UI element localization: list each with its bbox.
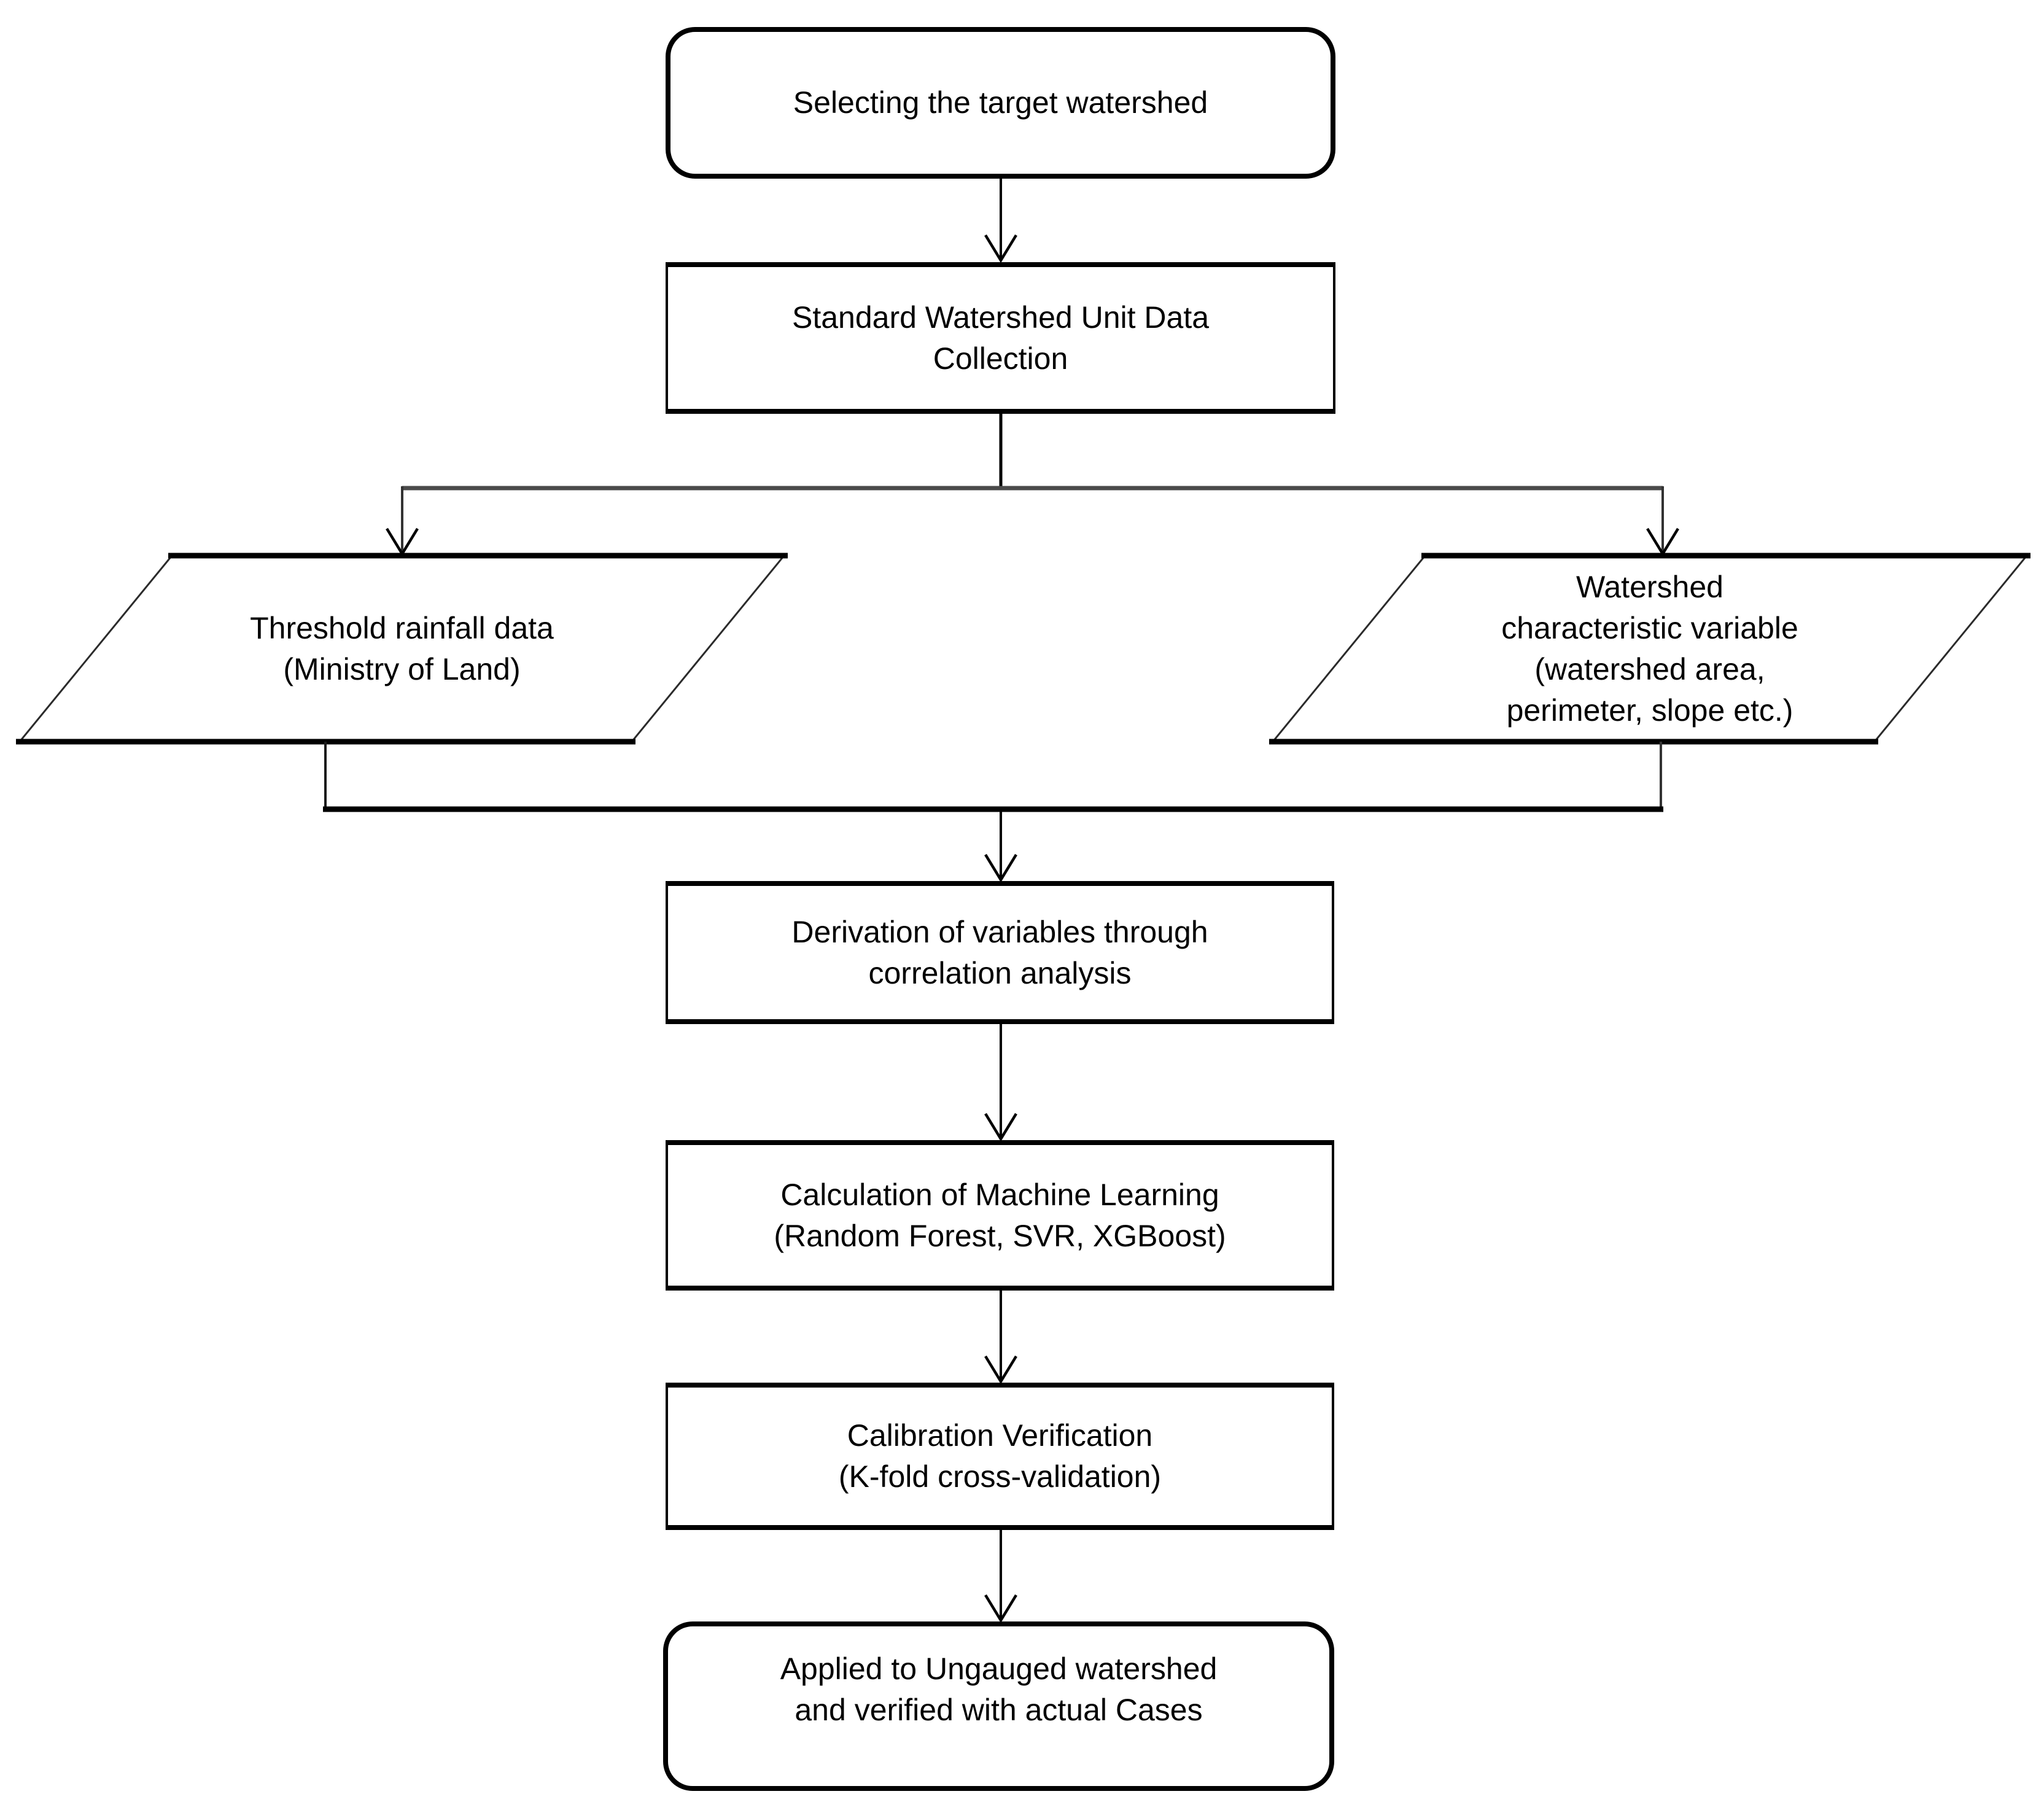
connector-join-to-derivation bbox=[323, 742, 1663, 883]
connector-start-to-collect bbox=[984, 179, 1017, 263]
node-selecting-target-watershed: Selecting the target watershed bbox=[666, 27, 1335, 179]
node-label: Selecting the target watershed bbox=[793, 85, 1208, 120]
node-label: (watershed area, bbox=[1534, 651, 1765, 686]
node-label: Derivation of variables through bbox=[791, 914, 1208, 949]
arrowhead-down-icon bbox=[984, 853, 1017, 883]
node-label: characteristic variable bbox=[1501, 610, 1798, 645]
node-calibration-verification: Calibration Verification (K-fold cross-v… bbox=[666, 1383, 1334, 1530]
rainfall-parallelogram bbox=[16, 553, 788, 745]
node-label: Applied to Ungauged watershed bbox=[780, 1651, 1218, 1686]
node-label: Collection bbox=[933, 341, 1068, 376]
arrowhead-down-icon bbox=[984, 1355, 1017, 1384]
arrowhead-down-icon bbox=[984, 234, 1017, 263]
connector-calibration-to-applied bbox=[984, 1530, 1017, 1623]
node-label: (Random Forest, SVR, XGBoost) bbox=[774, 1218, 1226, 1253]
node-label: and verified with actual Cases bbox=[795, 1692, 1203, 1727]
characteristic-parallelogram bbox=[1269, 553, 2030, 745]
connector-collect-to-branch bbox=[386, 414, 1679, 557]
node-watershed-characteristic-variable: Watershed characteristic variable (water… bbox=[1273, 556, 2027, 742]
node-label: Standard Watershed Unit Data bbox=[791, 300, 1210, 335]
node-label: Calculation of Machine Learning bbox=[780, 1177, 1219, 1212]
node-derivation-of-variables: Derivation of variables through correlat… bbox=[666, 881, 1334, 1024]
node-standard-watershed-unit-data-collection: Standard Watershed Unit Data Collection bbox=[666, 262, 1335, 414]
node-label: Threshold rainfall data bbox=[250, 610, 554, 645]
connector-ml-to-calibration bbox=[984, 1291, 1017, 1384]
connector-derivation-to-ml bbox=[984, 1024, 1017, 1142]
node-label: perimeter, slope etc.) bbox=[1506, 693, 1793, 728]
node-label: Watershed bbox=[1576, 569, 1723, 604]
arrowhead-down-icon bbox=[984, 1113, 1017, 1142]
node-applied-to-ungauged-watershed: Applied to Ungauged watershed and verifi… bbox=[663, 1621, 1334, 1791]
node-label: Calibration Verification bbox=[847, 1418, 1153, 1453]
node-label: (K-fold cross-validation) bbox=[838, 1459, 1162, 1494]
node-label: correlation analysis bbox=[868, 955, 1132, 990]
node-label: (Ministry of Land) bbox=[283, 651, 521, 686]
arrowhead-down-icon bbox=[984, 1594, 1017, 1623]
node-calculation-of-machine-learning: Calculation of Machine Learning (Random … bbox=[666, 1140, 1334, 1291]
node-threshold-rainfall-data: Threshold rainfall data (Ministry of Lan… bbox=[20, 556, 784, 742]
